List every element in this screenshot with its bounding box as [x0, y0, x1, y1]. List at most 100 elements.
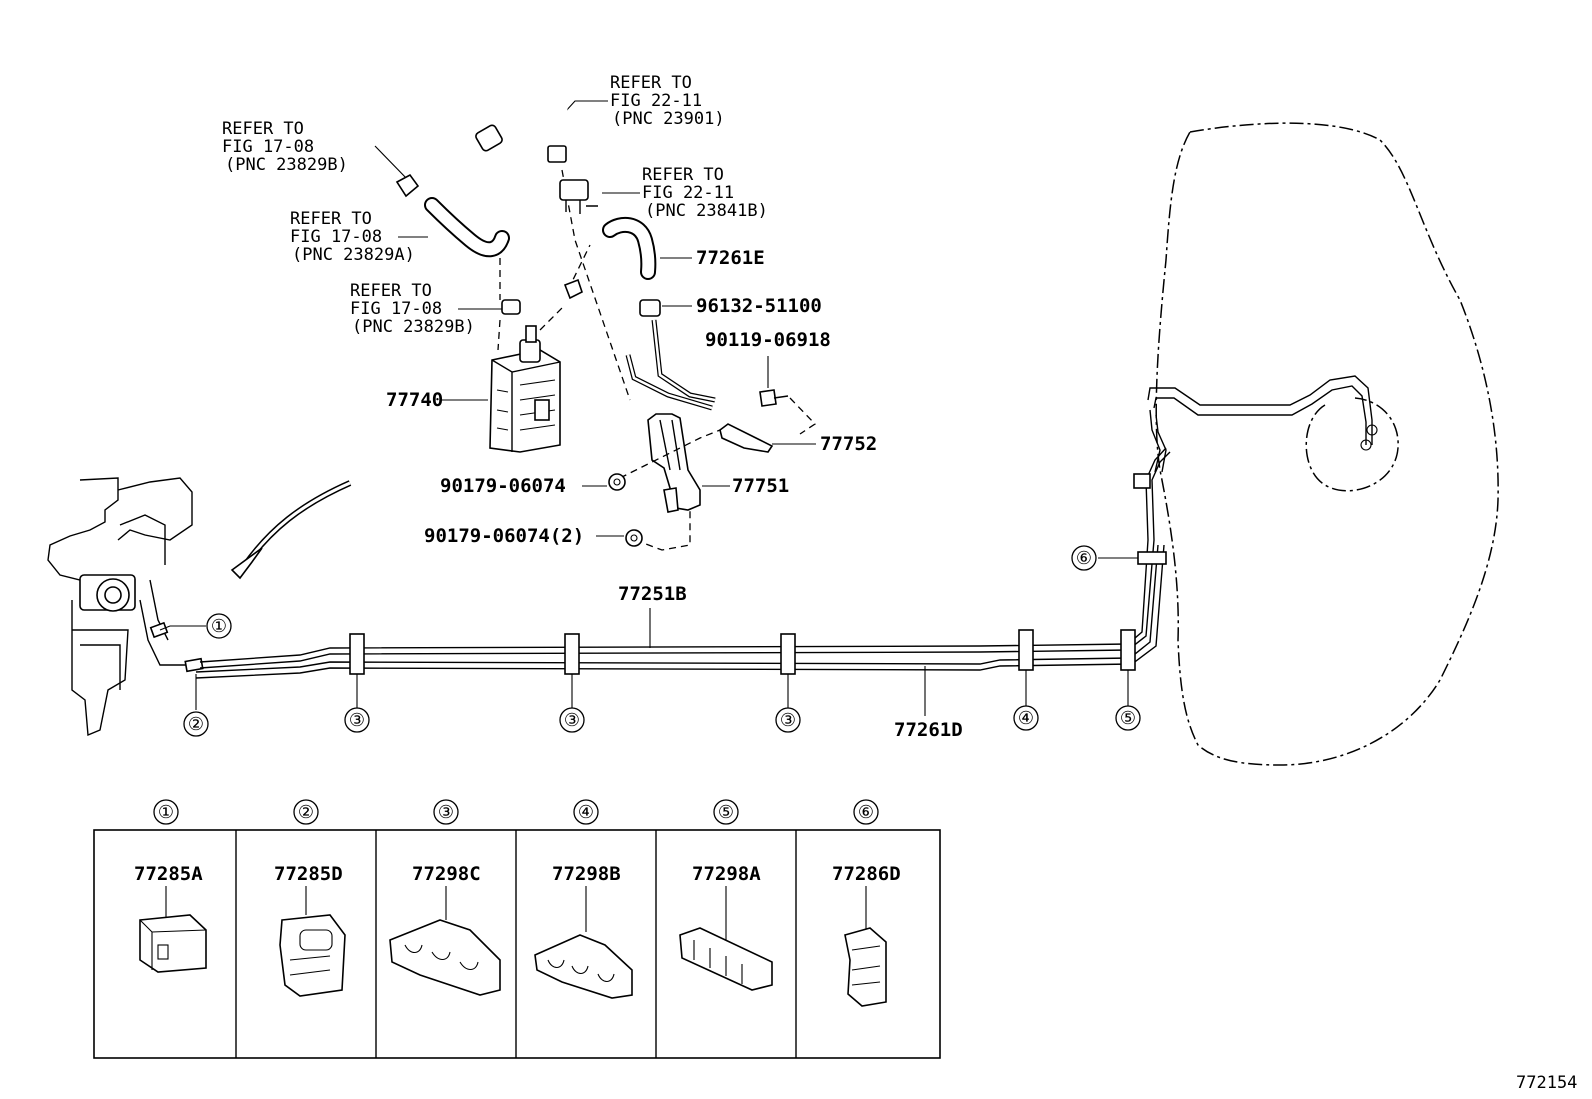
- table-col-number: ①: [158, 802, 174, 823]
- connector: [1133, 473, 1151, 489]
- clamp-6: [1137, 551, 1167, 565]
- callout-number: ⑤: [1120, 708, 1136, 729]
- leader-callout-1: [159, 625, 206, 631]
- part-77752: 77752: [820, 433, 877, 455]
- dashed-assembly-line: [561, 169, 631, 401]
- clamp-3c: [780, 633, 796, 675]
- clamp-3a: [349, 633, 365, 675]
- table-col-3: ③ 77298C: [389, 799, 501, 996]
- callout-4: ④: [1013, 705, 1039, 731]
- refer-fig: FIG 17-08: [222, 137, 314, 157]
- charcoal-canister: [489, 325, 561, 453]
- callout-6: ⑥: [1071, 545, 1097, 571]
- clip-23829b-mid: [501, 299, 521, 315]
- refer-note-23829b-mid: REFER TO FIG 17-08 (PNC 23829B): [350, 281, 475, 337]
- table-part-number: 77286D: [832, 863, 901, 885]
- callout-2: ②: [183, 711, 209, 737]
- table-part-number: 77298C: [412, 863, 481, 885]
- leader-23829b-top: [374, 145, 411, 183]
- dashed-line: [567, 244, 591, 291]
- refer-line: REFER TO: [350, 281, 432, 301]
- clamp-table: [93, 829, 941, 1059]
- part-90179-06074-2: 90179-06074(2): [424, 525, 584, 547]
- bracket-77751: [647, 413, 701, 513]
- left-engine-component: [47, 477, 204, 737]
- clamp-3b: [564, 633, 580, 675]
- refer-pnc: (PNC 23901): [612, 109, 725, 129]
- refer-line: REFER TO: [610, 73, 692, 93]
- table-part-number: 77285A: [134, 863, 203, 885]
- refer-note-23841b: REFER TO FIG 22-11 (PNC 23841B): [642, 165, 768, 221]
- hose-23829a: [424, 197, 510, 258]
- part-77740: 77740: [386, 389, 443, 411]
- callout-number: ⑥: [1076, 548, 1092, 569]
- refer-fig: FIG 17-08: [350, 299, 442, 319]
- callout-number: ③: [349, 710, 365, 731]
- dashed-line: [539, 304, 566, 331]
- dashed-line: [634, 510, 691, 551]
- callout-number: ③: [564, 710, 580, 731]
- table-col-5: ⑤ 77298A: [679, 799, 773, 991]
- callout-3b: ③: [559, 707, 585, 733]
- callout-3c: ③: [775, 707, 801, 733]
- fuel-tank-outline: [1133, 122, 1499, 766]
- part-77261D: 77261D: [894, 719, 963, 741]
- table-col-number: ⑤: [718, 802, 734, 823]
- table-part-number: 77285D: [274, 863, 343, 885]
- vapor-line-77261D: [195, 544, 1165, 679]
- callout-5: ⑤: [1115, 705, 1141, 731]
- nut-90179-a: [608, 473, 626, 491]
- table-col-number: ⑥: [858, 802, 874, 823]
- part-90179-06074: 90179-06074: [440, 475, 566, 497]
- fuel-inlet-hose: [475, 48, 579, 163]
- callout-number: ④: [1018, 708, 1034, 729]
- callout-3a: ③: [344, 707, 370, 733]
- part-77251B: 77251B: [618, 583, 687, 605]
- table-col-number: ③: [438, 802, 454, 823]
- callout-number: ①: [211, 616, 227, 637]
- bolt-90119: [759, 389, 789, 407]
- refer-pnc: (PNC 23829B): [225, 155, 348, 175]
- part-90119-06918: 90119-06918: [705, 329, 831, 351]
- part-77751: 77751: [732, 475, 789, 497]
- clip-23829b-top: [395, 173, 420, 198]
- hose-77261E: [602, 216, 657, 280]
- figure-id: 772154: [1516, 1073, 1577, 1093]
- table-col-1: ① 77285A: [134, 799, 207, 973]
- refer-pnc: (PNC 23841B): [645, 201, 768, 221]
- part-77261E: 77261E: [696, 247, 765, 269]
- table-col-number: ②: [298, 802, 314, 823]
- direction-arrow-head: [230, 547, 263, 580]
- dashed-line: [789, 397, 817, 435]
- table-col-4: ④ 77298B: [534, 799, 633, 999]
- part-96132-51100: 96132-51100: [696, 295, 822, 317]
- clamp-4: [1018, 629, 1034, 671]
- dashed-line: [619, 429, 721, 479]
- callout-number: ③: [780, 710, 796, 731]
- callout-number: ②: [188, 714, 204, 735]
- table-col-number: ④: [578, 802, 594, 823]
- clip-96132: [639, 299, 661, 317]
- dashed-line: [497, 319, 501, 351]
- nut-90179-b: [625, 529, 643, 547]
- leader-23901: [564, 100, 608, 113]
- refer-line: REFER TO: [642, 165, 724, 185]
- bracket-77752: [719, 423, 774, 453]
- refer-line: REFER TO: [222, 119, 304, 139]
- table-col-6: ⑥ 77286D: [832, 799, 901, 1007]
- clamp-5: [1120, 629, 1136, 671]
- refer-note-23829b-top: REFER TO FIG 17-08 (PNC 23829B): [222, 119, 348, 175]
- refer-line: REFER TO: [290, 209, 372, 229]
- table-col-2: ② 77285D: [274, 799, 346, 997]
- table-part-number: 77298B: [552, 863, 621, 885]
- refer-fig: FIG 22-11: [610, 91, 702, 111]
- clip-23841b: [559, 179, 598, 214]
- table-part-number: 77298A: [692, 863, 761, 885]
- refer-pnc: (PNC 23829B): [352, 317, 475, 337]
- refer-fig: FIG 17-08: [290, 227, 382, 247]
- clip-small: [563, 278, 583, 300]
- refer-note-23901: REFER TO FIG 22-11 (PNC 23901): [610, 73, 725, 129]
- refer-fig: FIG 22-11: [642, 183, 734, 203]
- callout-1: ①: [206, 613, 232, 639]
